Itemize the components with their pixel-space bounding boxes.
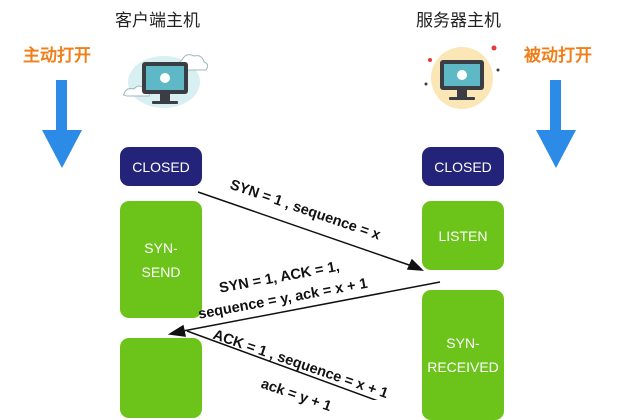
server-state-closed: CLOSED [422, 147, 504, 186]
client-active-open-label: 主动打开 [23, 46, 91, 65]
computer-with-cloud-icon [122, 54, 209, 108]
server-state-closed-label: CLOSED [434, 158, 492, 175]
server-down-arrow-icon [536, 80, 576, 168]
client-state-syn-send-label: SYN- SEND [141, 239, 181, 280]
client-state-closed-label: CLOSED [132, 158, 190, 175]
server-state-listen-label: LISTEN [438, 227, 488, 244]
syn-arrow [197, 191, 424, 271]
server-state-syn-received-label: SYN- RECEIVED [427, 335, 499, 375]
client-host-title: 客户端主机 [115, 11, 200, 30]
ack-arrow [186, 330, 378, 400]
computer-with-sun-icon [424, 45, 500, 109]
server-state-syn-received: SYN- RECEIVED [422, 290, 504, 420]
syn-ack-arrow [167, 281, 441, 337]
message-arrows [167, 191, 441, 400]
server-passive-open-label: 被动打开 [524, 46, 592, 65]
client-state-closed: CLOSED [120, 147, 202, 186]
server-host-title: 服务器主机 [416, 11, 501, 30]
server-state-listen: LISTEN [422, 201, 504, 270]
client-down-arrow-icon [42, 80, 82, 168]
client-state-syn-send: SYN- SEND [120, 201, 202, 318]
